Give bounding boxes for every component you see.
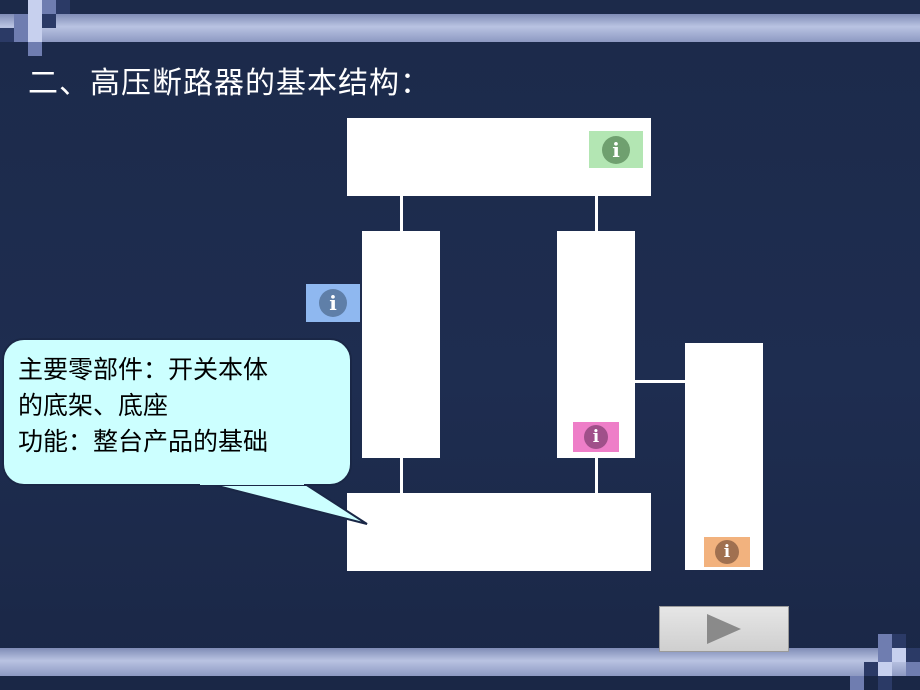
- connector-bottom-left: [400, 458, 403, 493]
- callout-line: 的底架、底座: [18, 391, 169, 420]
- info-button-orange[interactable]: i: [704, 537, 750, 567]
- callout-body: [2, 338, 352, 486]
- info-button-blue[interactable]: i: [306, 284, 360, 322]
- info-icon: i: [319, 289, 347, 317]
- info-button-pink[interactable]: i: [573, 422, 619, 452]
- info-icon: i: [602, 135, 630, 164]
- info-icon: i: [715, 540, 739, 564]
- left-pillar: [362, 231, 440, 458]
- connector-top-right: [595, 196, 598, 231]
- next-slide-button[interactable]: [659, 606, 789, 652]
- page-title: 二、高压断路器的基本结构：: [28, 66, 431, 101]
- callout-text: 主要零部件：开关本体 的底架、底座 功能：整台产品的基础: [18, 352, 348, 460]
- info-icon: i: [584, 425, 608, 449]
- play-triangle-icon: [707, 614, 741, 644]
- bottom-right-checker-pattern: [850, 634, 920, 690]
- connector-bottom-right: [595, 458, 598, 493]
- top-left-checker-pattern: [0, 0, 70, 56]
- connector-top-left: [400, 196, 403, 231]
- connector-side: [635, 380, 685, 383]
- info-button-green[interactable]: i: [589, 131, 643, 168]
- bottom-decorative-band: [0, 648, 920, 676]
- right-pillar: [557, 231, 635, 458]
- top-decorative-band: [0, 14, 920, 42]
- base-block: [347, 493, 651, 571]
- callout-line: 功能：整台产品的基础: [18, 427, 269, 456]
- callout-line: 主要零部件：开关本体: [18, 355, 269, 384]
- side-cabinet: [685, 343, 763, 570]
